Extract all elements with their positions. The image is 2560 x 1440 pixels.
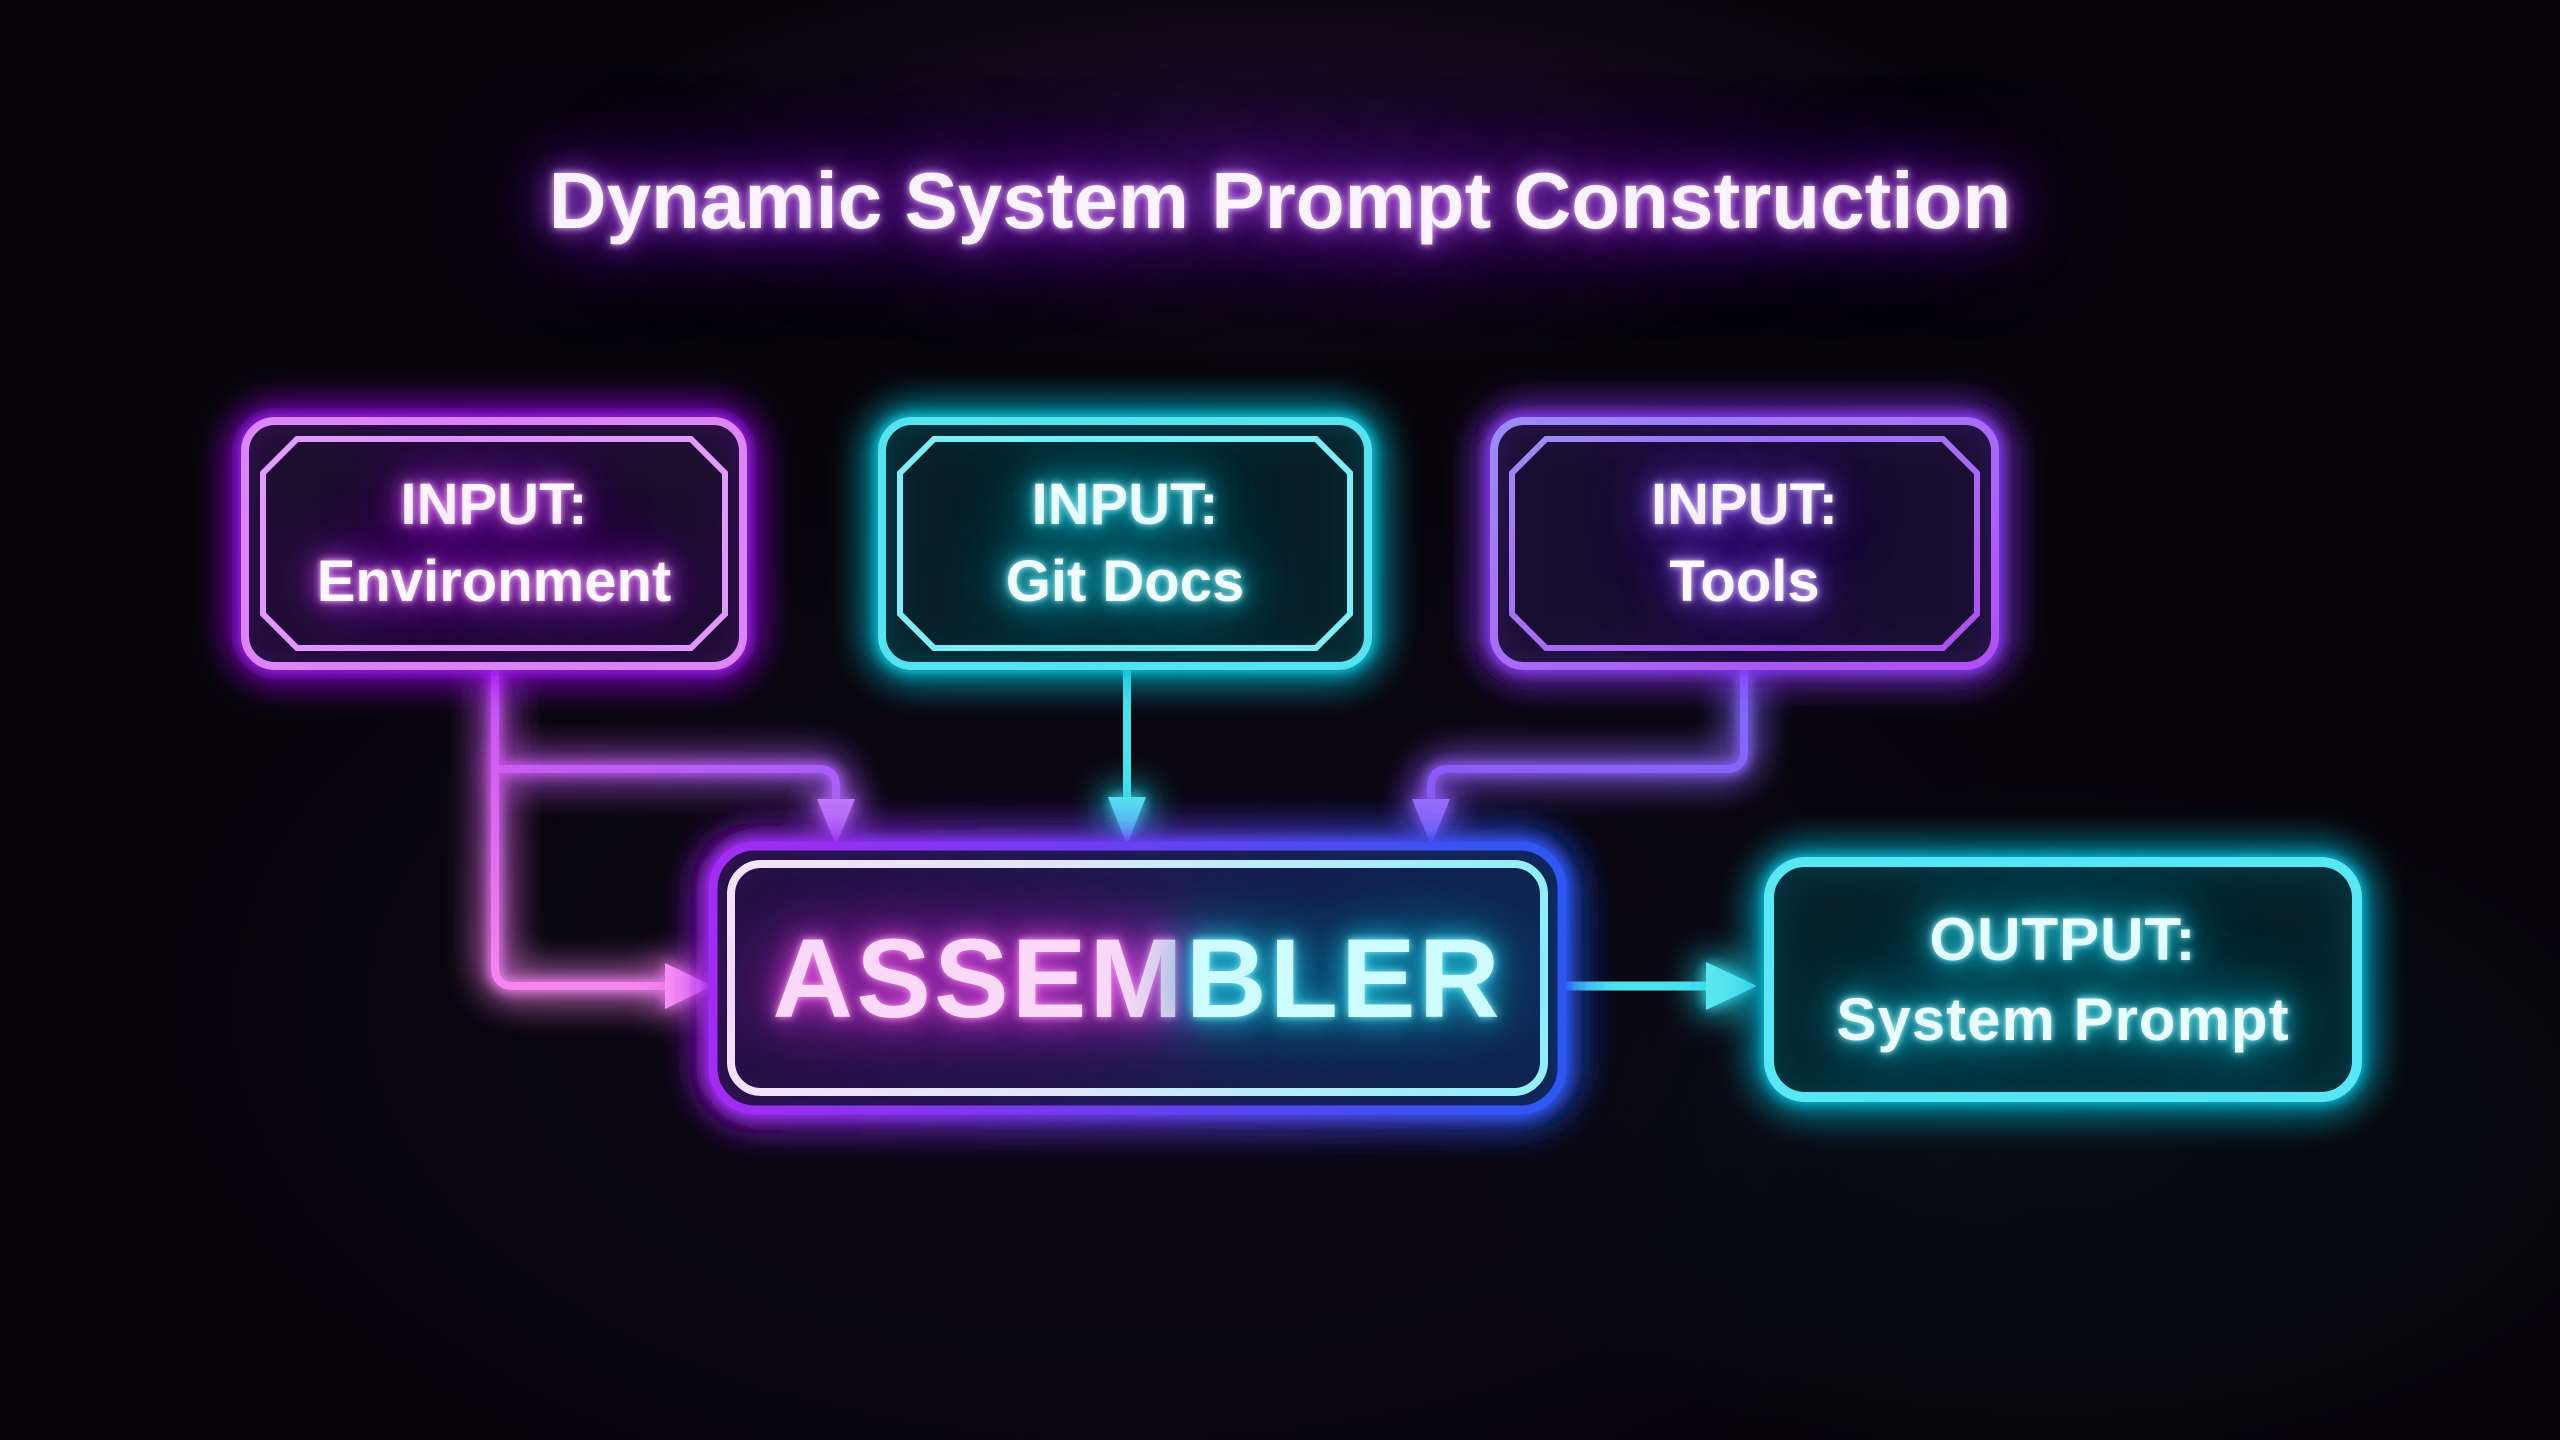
assembler-label-left: ASSEM bbox=[772, 915, 1186, 1041]
node-border-outer bbox=[878, 417, 1372, 670]
arrowhead-down-icon bbox=[1108, 797, 1146, 845]
node-input-tools bbox=[1486, 413, 2003, 674]
input-git-docs-label: INPUT: Git Docs bbox=[882, 421, 1368, 666]
edge-gitdocs-to-assembler bbox=[1108, 668, 1146, 845]
input-git-docs-line1: INPUT: bbox=[1031, 471, 1219, 537]
node-border-outer bbox=[1490, 417, 1999, 670]
node-fill bbox=[1494, 421, 1995, 666]
arrowhead-down-icon bbox=[1412, 799, 1450, 845]
node-fill bbox=[882, 421, 1368, 666]
edge-line bbox=[1427, 668, 1748, 801]
output-line2: System Prompt bbox=[1836, 985, 2290, 1053]
node-input-git-docs bbox=[874, 413, 1376, 674]
node-border-inner bbox=[1509, 436, 1980, 651]
output-line1: OUTPUT: bbox=[1929, 906, 2197, 974]
node-fill bbox=[1769, 862, 2357, 1097]
input-tools-line1: INPUT: bbox=[1651, 471, 1838, 537]
node-output bbox=[1761, 854, 2365, 1105]
edge-glow bbox=[499, 762, 843, 801]
node-border-outer bbox=[708, 841, 1567, 1115]
input-environment-line1: INPUT: bbox=[400, 471, 588, 537]
output-label: OUTPUT: System Prompt bbox=[1769, 862, 2357, 1097]
edge-glow bbox=[1424, 668, 1751, 801]
input-tools-label: INPUT: Tools bbox=[1494, 421, 1995, 666]
edge-glow bbox=[488, 668, 668, 993]
node-fill bbox=[713, 846, 1562, 1110]
page-title: Dynamic System Prompt Construction bbox=[548, 156, 2012, 245]
node-input-environment bbox=[237, 413, 751, 674]
edge-line bbox=[499, 765, 840, 801]
input-environment-label: INPUT: Environment bbox=[245, 421, 743, 666]
node-border-inner bbox=[727, 860, 1548, 1096]
edge-tools-to-assembler bbox=[1412, 668, 1751, 845]
node-fill bbox=[245, 421, 743, 666]
input-git-docs-line2: Git Docs bbox=[1005, 548, 1245, 614]
node-border-inner bbox=[260, 436, 728, 651]
input-environment-line2: Environment bbox=[316, 548, 672, 614]
input-tools-line2: Tools bbox=[1669, 548, 1820, 614]
node-border-inner bbox=[897, 436, 1353, 651]
edge-environment-to-assembler-top bbox=[499, 762, 855, 845]
edge-environment-to-assembler-side bbox=[488, 668, 712, 1009]
edge-assembler-to-output bbox=[1564, 962, 1757, 1010]
node-border bbox=[1764, 857, 2362, 1102]
arrowhead-right-icon bbox=[665, 963, 712, 1009]
node-assembler bbox=[704, 837, 1571, 1119]
arrowhead-right-icon bbox=[1706, 962, 1757, 1010]
assembler-label-right: BLER bbox=[1185, 915, 1503, 1041]
node-border-outer bbox=[241, 417, 747, 670]
edge-line bbox=[491, 668, 668, 990]
arrowhead-down-icon bbox=[817, 799, 855, 845]
